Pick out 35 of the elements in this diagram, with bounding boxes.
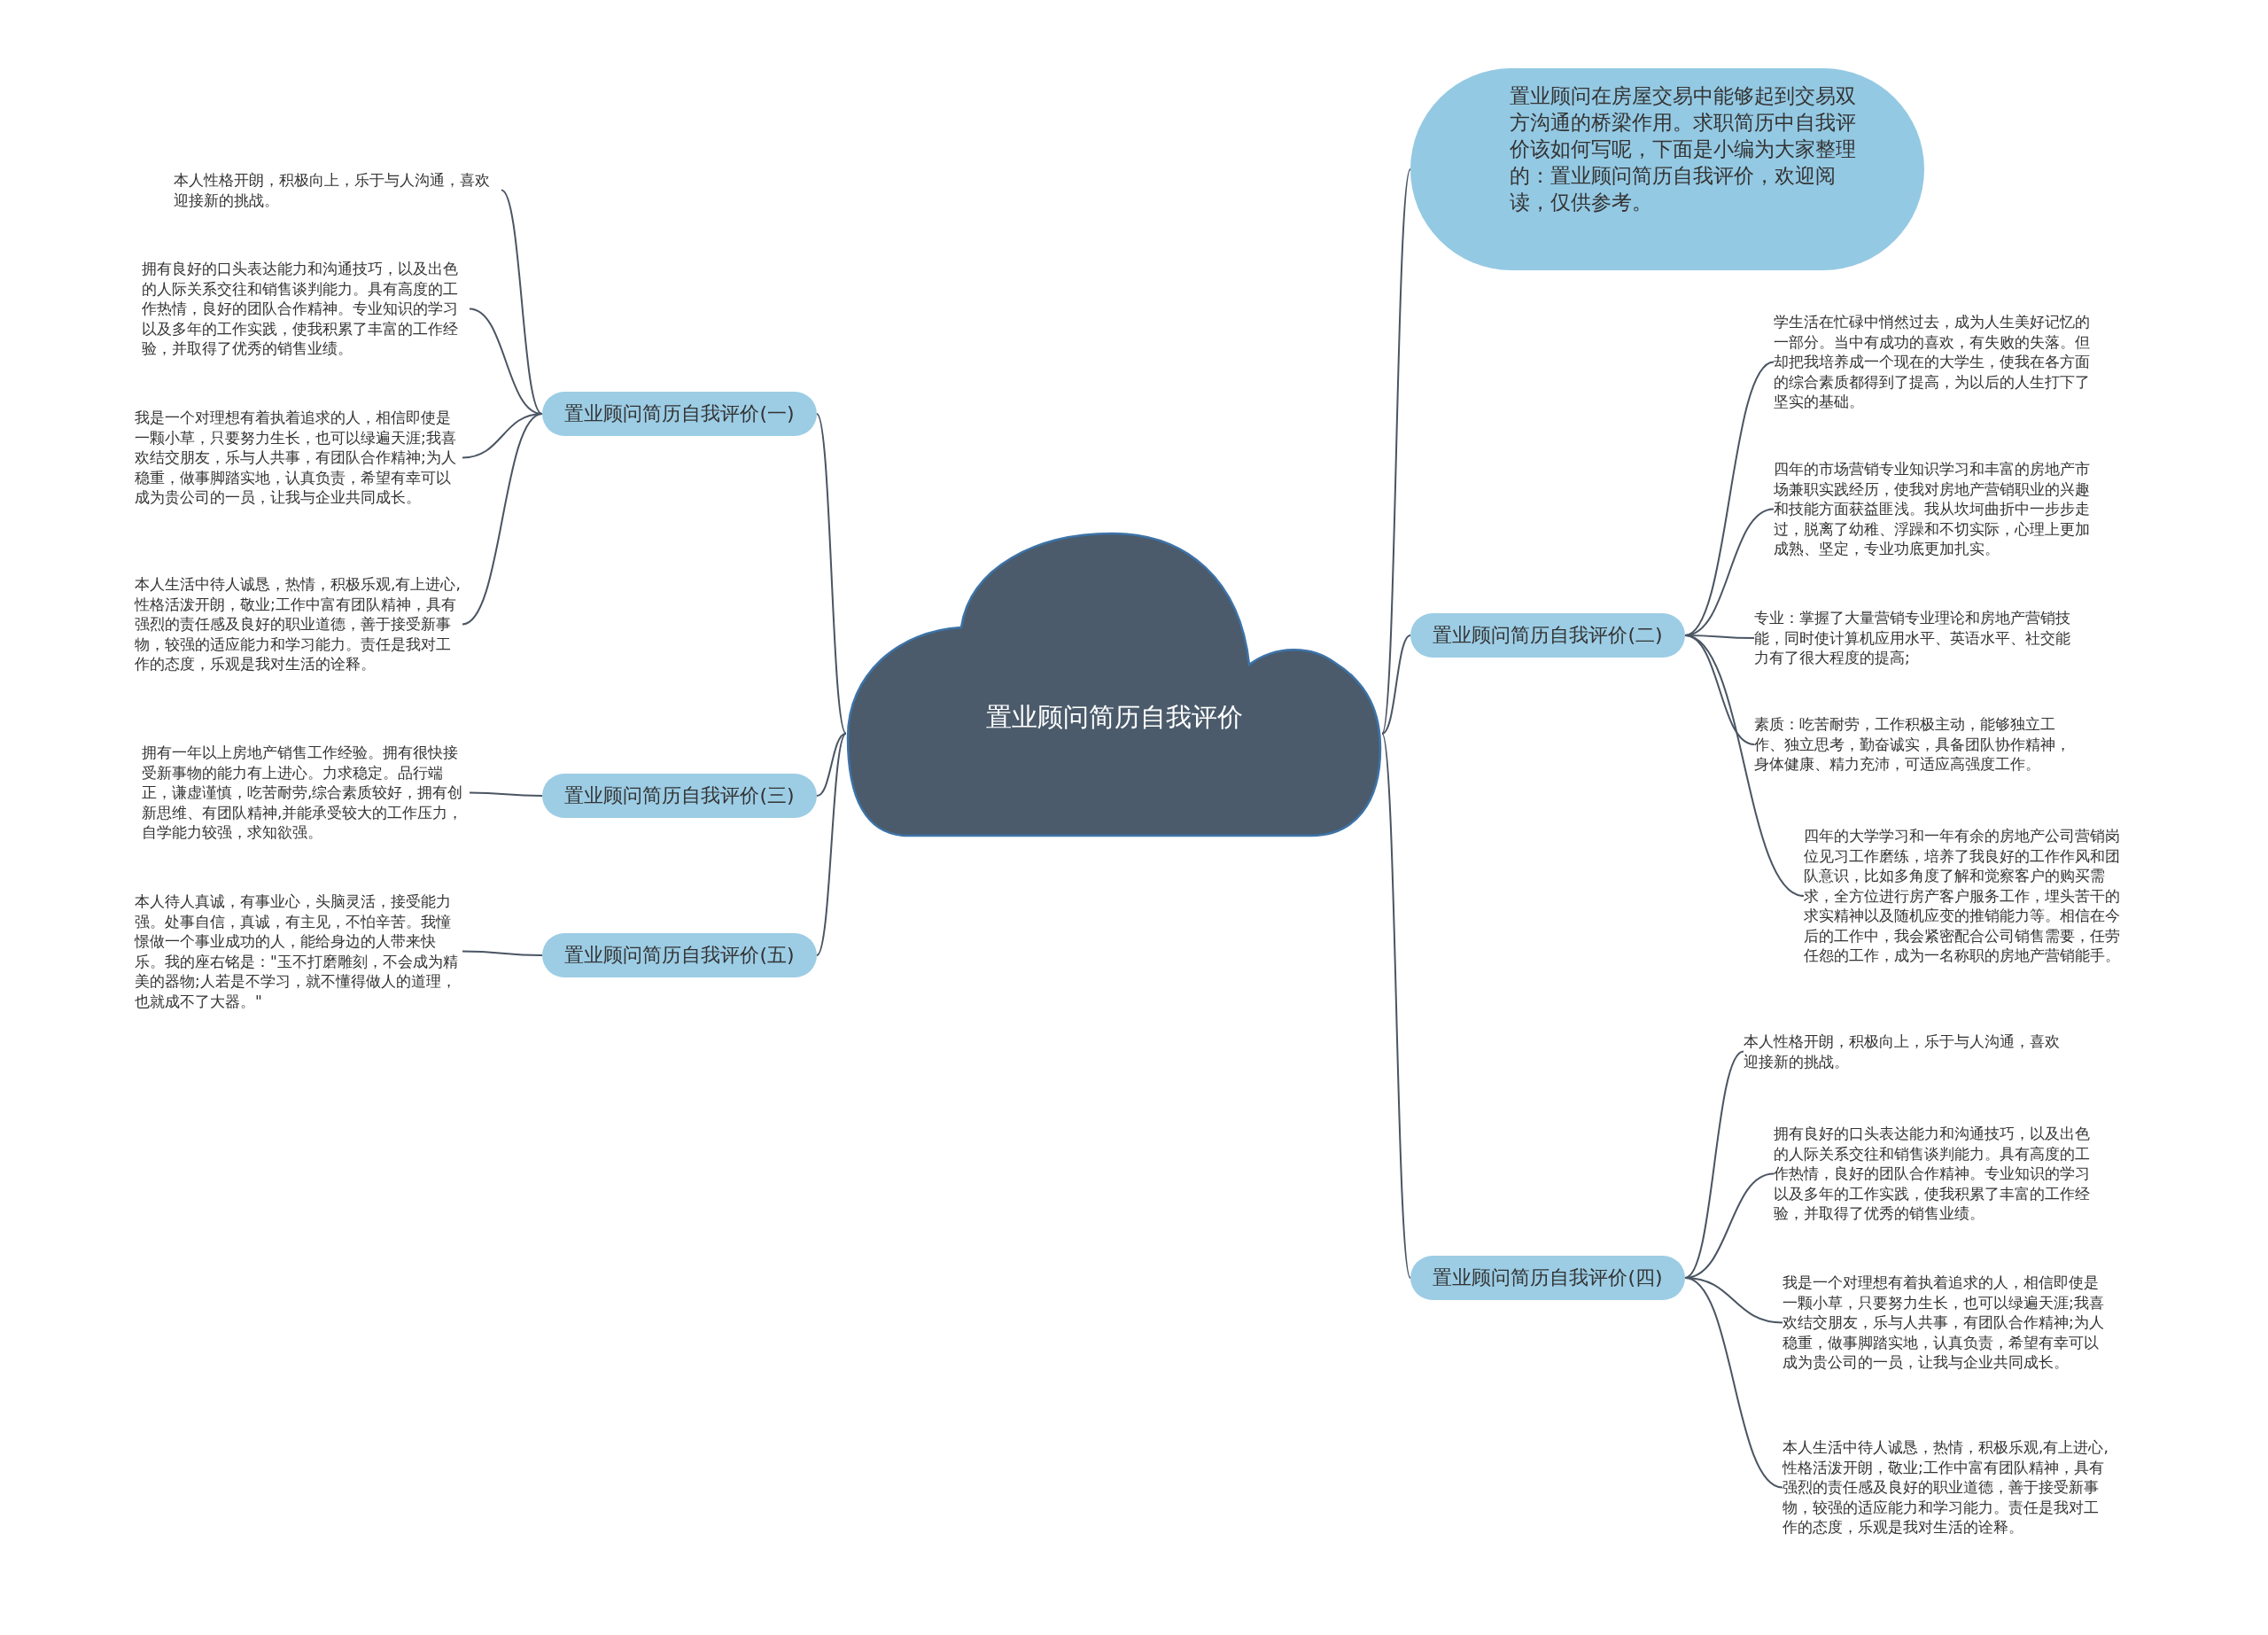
note-text: 本人生活中待人诚恳，热情，积极乐观,有上进心,性格活泼开朗，敬业;工作中富有团队精神，具有强烈的责任感及良好的职业道德，善于接受新事物，较强的适应能力和学习能力。责任是我对工作的态度，乐观是我对生活的诠释。 <box>135 574 462 674</box>
note-text: 我是一个对理想有着执着追求的人，相信即使是一颗小草，只要努力生长，也可以绿遍天涯;我喜欢结交朋友，乐与人共事，有团队合作精神;为人稳重，做事脚踏实地，认真负责，希望有幸可以成为贵公司的一员，让我与企业共同成长。 <box>135 408 462 508</box>
connector-line <box>469 791 543 797</box>
topic-box: 置业顾问简历自我评价(一) <box>542 392 817 436</box>
connector-line <box>1684 1277 1783 1489</box>
intro-bubble: 置业顾问在房屋交易中能够起到交易双方沟通的桥梁作用。求职简历中自我评价该如何写呢，下面是小编为大家整理的：置业顾问简历自我评价，欢迎阅读，仅供参考。 <box>1410 68 1924 270</box>
topic-box: 置业顾问简历自我评价(二) <box>1410 613 1685 658</box>
connector-line <box>816 732 847 797</box>
note-text: 拥有一年以上房地产销售工作经验。拥有很快接受新事物的能力有上进心。力求稳定。品行端正，谦虚谨慎，吃苦耐劳,综合素质较好，拥有创新思维、有团队精神,并能承受较大的工作压力，自学能力较强，求知欲强。 <box>142 743 470 843</box>
note-text: 本人性格开朗，积极向上，乐于与人沟通，喜欢迎接新的挑战。 <box>1744 1032 2071 1071</box>
connector-line <box>1381 635 1411 735</box>
note-text: 学生活在忙碌中悄然过去，成为人生美好记忆的一部分。当中有成功的喜欢，有失败的失落。但却把我培养成一个现在的大学生，使我在各方面的综合素质都得到了提高，为以后的人生打下了坚实的基础。 <box>1774 312 2101 412</box>
note-text: 四年的大学学习和一年有余的房地产公司营销岗位见习工作磨练，培养了我良好的工作作风和团队意识，比如多角度了解和觉察客户的购买需求，全方位进行房产客户服务工作，埋头苦干的求实精神以及随机应变的推销能力等。相信在今后的工作中，我会紧密配合公司销售需要，任劳任怨的工作，成为一名称职的房地产营销能手。 <box>1804 826 2132 966</box>
connector-line <box>1684 1050 1744 1279</box>
note-text: 素质：吃苦耐劳，工作积极主动，能够独立工作、独立思考，勤奋诚实，具备团队协作精神，身体健康、精力充沛，可适应高强度工作。 <box>1754 714 2082 775</box>
connector-line <box>816 732 847 956</box>
connector-line <box>462 950 543 956</box>
connector-line <box>1381 732 1411 1279</box>
note-text: 我是一个对理想有着执着追求的人，相信即使是一颗小草，只要努力生长，也可以绿遍天涯;我喜欢结交朋友，乐与人共事，有团队合作精神;为人稳重，做事脚踏实地，认真负责，希望有幸可以成为贵公司的一员，让我与企业共同成长。 <box>1783 1273 2110 1373</box>
connector-line <box>1684 635 1805 897</box>
note-text: 拥有良好的口头表达能力和沟通技巧，以及出色的人际关系交往和销售谈判能力。具有高度的工作热情，良好的团队合作精神。专业知识的学习以及多年的工作实践，使我积累了丰富的工作经验，并取得了优秀的销售业绩。 <box>1774 1124 2101 1224</box>
connector-line <box>816 413 847 735</box>
note-text: 本人待人真诚，有事业心，头脑灵活，接受能力强。处事自信，真诚，有主见，不怕辛苦。我憧憬做一个事业成功的人，能给身边的人带来快乐。我的座右铭是："玉不打磨雕刻，不会成为精美的器物;人若是不学习，就不懂得做人的道理，也就成不了大器。" <box>135 891 462 1011</box>
note-text: 四年的市场营销专业知识学习和丰富的房地产市场兼职实践经历，使我对房地产营销职业的兴趣和技能方面获益匪浅。我从坎坷曲折中一步步走过，脱离了幼稚、浮躁和不切实际，心理上更加成熟、坚定，专业功底更加扎实。 <box>1774 459 2101 559</box>
note-text: 本人生活中待人诚恳，热情，积极乐观,有上进心,性格活泼开朗，敬业;工作中富有团队精神，具有强烈的责任感及良好的职业道德，善于接受新事物，较强的适应能力和学习能力。责任是我对工作的态度，乐观是我对生活的诠释。 <box>1783 1437 2110 1538</box>
central-topic: 置业顾问简历自我评价 <box>984 701 1244 734</box>
connector-line <box>1381 168 1411 735</box>
connector-line <box>462 413 543 626</box>
topic-box: 置业顾问简历自我评价(三) <box>542 774 817 818</box>
note-text: 拥有良好的口头表达能力和沟通技巧，以及出色的人际关系交往和销售谈判能力。具有高度的工作热情，良好的团队合作精神。专业知识的学习以及多年的工作实践，使我积累了丰富的工作经验，并取得了优秀的销售业绩。 <box>142 259 470 359</box>
note-text: 专业：掌握了大量营销专业理论和房地产营销技能，同时使计算机应用水平、英语水平、社交能力有了很大程度的提高; <box>1754 608 2082 668</box>
topic-box: 置业顾问简历自我评价(四) <box>1410 1256 1685 1300</box>
topic-box: 置业顾问简历自我评价(五) <box>542 933 817 977</box>
note-text: 本人性格开朗，积极向上，乐于与人沟通，喜欢迎接新的挑战。 <box>174 170 501 210</box>
connector-line <box>501 189 543 415</box>
